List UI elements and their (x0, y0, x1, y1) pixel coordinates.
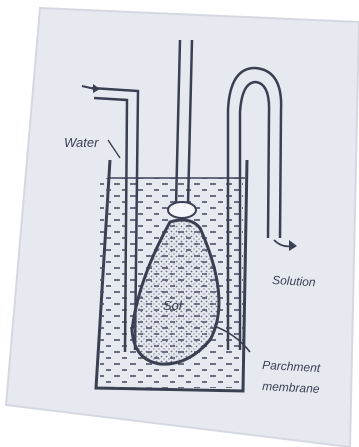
stopper (168, 202, 196, 218)
sol-label: Sol (163, 298, 183, 313)
solution-label: Solution (272, 273, 316, 289)
water-label: Water (64, 135, 99, 150)
